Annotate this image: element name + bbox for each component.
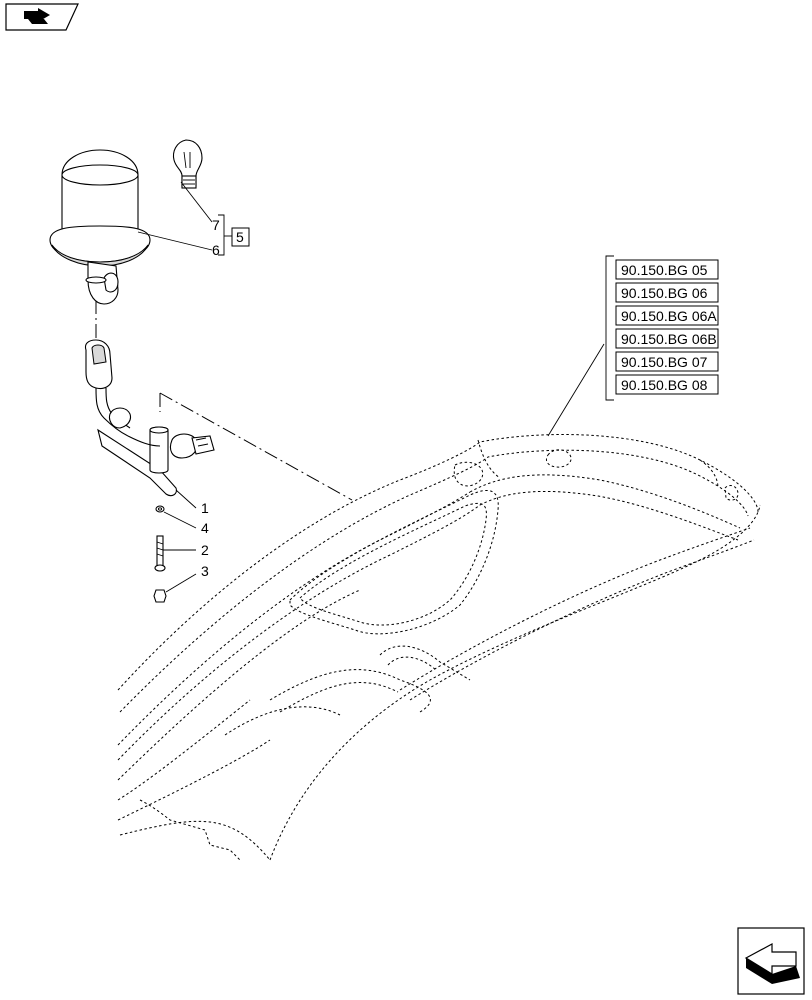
callout-1: 1: [201, 500, 209, 516]
reference-item[interactable]: 90.150.BG 06A: [615, 305, 719, 326]
screw-part: [154, 535, 166, 572]
next-page-arrow-icon[interactable]: [737, 927, 805, 995]
reference-list: 90.150.BG 05 90.150.BG 06 90.150.BG 06A …: [605, 255, 719, 401]
reference-item[interactable]: 90.150.BG 06: [615, 282, 719, 303]
svg-text:90.150.BG 06A: 90.150.BG 06A: [621, 308, 717, 324]
callout-3: 3: [201, 563, 209, 579]
callout-5: 5: [236, 229, 244, 245]
reference-item[interactable]: 90.150.BG 08: [615, 374, 719, 395]
callout-bracket: [218, 214, 250, 256]
reference-item[interactable]: 90.150.BG 05: [615, 259, 719, 280]
svg-text:90.150.BG 07: 90.150.BG 07: [621, 354, 708, 370]
washer-part: [155, 505, 165, 513]
svg-text:90.150.BG 06B: 90.150.BG 06B: [621, 331, 717, 347]
assembly-line: [159, 392, 353, 501]
cab-roof-outline: [117, 434, 761, 861]
beacon-part: [49, 149, 151, 305]
svg-text:90.150.BG 05: 90.150.BG 05: [621, 262, 708, 278]
callout-6: 6: [212, 242, 220, 258]
svg-text:90.150.BG 06: 90.150.BG 06: [621, 285, 708, 301]
harness-part: [84, 339, 215, 497]
leader-lines: [137, 181, 605, 593]
nut-part: [153, 589, 167, 603]
reference-item[interactable]: 90.150.BG 07: [615, 351, 719, 372]
callout-2: 2: [201, 542, 209, 558]
reference-item[interactable]: 90.150.BG 06B: [615, 328, 719, 349]
callout-7: 7: [212, 217, 220, 233]
svg-text:90.150.BG 08: 90.150.BG 08: [621, 377, 708, 393]
bulb-part: [172, 139, 203, 189]
previous-page-arrow-icon[interactable]: [5, 3, 79, 31]
callout-4: 4: [201, 520, 209, 536]
